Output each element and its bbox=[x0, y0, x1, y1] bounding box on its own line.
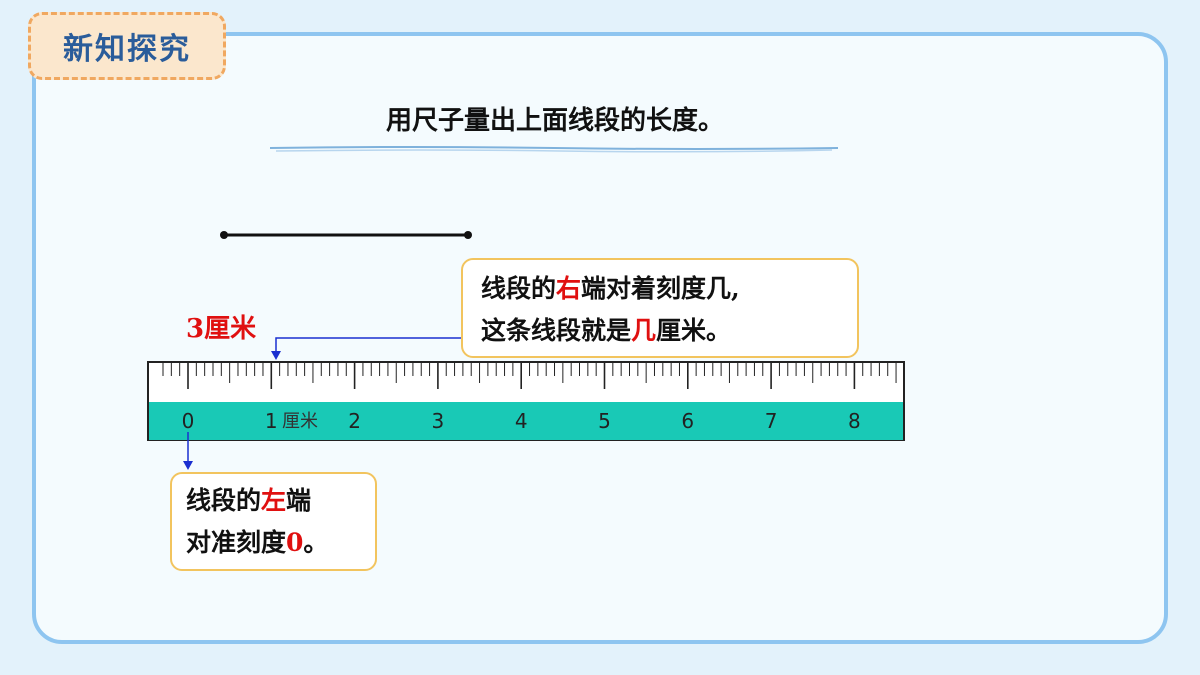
section-tag: 新知探究 bbox=[28, 12, 226, 80]
ruler-number: 8 bbox=[848, 409, 861, 433]
ruler-number: 5 bbox=[598, 409, 611, 433]
bubble-right-line2: 这条线段就是几厘米。 bbox=[481, 316, 732, 345]
ruler-number: 2 bbox=[348, 409, 361, 433]
ruler-unit-label: 厘米 bbox=[282, 411, 318, 432]
bubble-left-line1: 线段的左端 bbox=[186, 486, 312, 515]
ruler-number: 7 bbox=[765, 409, 778, 433]
ruler-numbers: 0 1 2 3 4 5 6 7 8 bbox=[182, 409, 861, 433]
line-segment bbox=[220, 231, 472, 239]
ruler-number: 6 bbox=[681, 409, 694, 433]
ruler-ticks bbox=[162, 363, 897, 389]
measurement-arrow-head bbox=[271, 351, 281, 360]
ruler-number: 3 bbox=[432, 409, 445, 433]
hint-bubble-right: 线段的右端对着刻度几, 这条线段就是几厘米。 bbox=[461, 258, 859, 358]
hint-bubble-left: 线段的左端 对准刻度0。 bbox=[170, 472, 377, 571]
measurement-label: 3厘米 bbox=[186, 314, 257, 344]
ruler-number: 1 bbox=[265, 409, 278, 433]
zero-arrow-head bbox=[183, 461, 193, 470]
bubble-left-line2: 对准刻度0。 bbox=[186, 528, 329, 557]
instruction-underline bbox=[270, 146, 838, 153]
instruction-text: 用尺子量出上面线段的长度。 bbox=[385, 106, 724, 136]
bubble-right-line1: 线段的右端对着刻度几, bbox=[481, 274, 740, 303]
measurement-arrow bbox=[275, 337, 480, 352]
ruler-number: 0 bbox=[182, 409, 195, 433]
ruler-number: 4 bbox=[515, 409, 528, 433]
ruler-band bbox=[149, 402, 903, 440]
section-tag-label: 新知探究 bbox=[63, 32, 191, 67]
